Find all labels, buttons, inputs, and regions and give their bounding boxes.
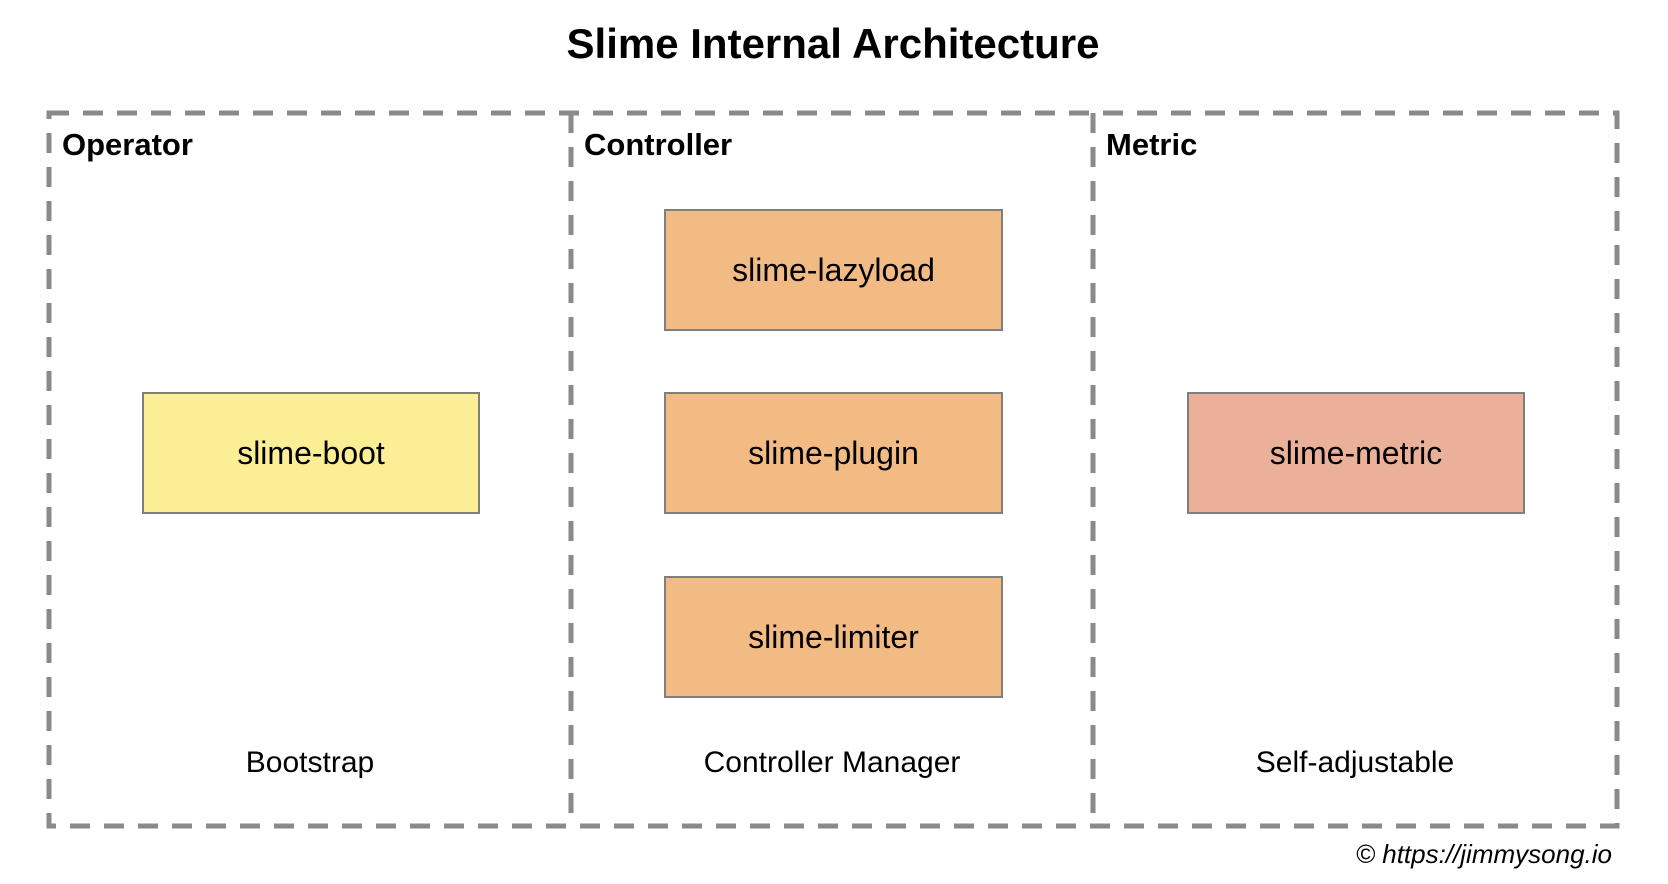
node-slime-metric-label: slime-metric xyxy=(1269,434,1443,471)
node-slime-boot: slime-boot xyxy=(142,392,480,514)
diagram-title: Slime Internal Architecture xyxy=(566,20,1100,67)
node-slime-plugin-label: slime-plugin xyxy=(748,434,919,471)
node-slime-lazyload: slime-lazyload xyxy=(664,209,1003,331)
node-slime-plugin: slime-plugin xyxy=(664,392,1003,514)
section-footer-controller-manager: Controller Manager xyxy=(703,746,961,779)
section-header-operator: Operator xyxy=(62,127,193,162)
node-slime-limiter: slime-limiter xyxy=(664,576,1003,698)
node-slime-limiter-label: slime-limiter xyxy=(748,618,919,655)
node-slime-boot-label: slime-boot xyxy=(237,434,385,471)
section-header-controller: Controller xyxy=(584,127,733,162)
copyright-note: © https://jimmysong.io xyxy=(1355,839,1612,869)
node-slime-lazyload-label: slime-lazyload xyxy=(732,251,935,288)
outer-dashed-border xyxy=(46,110,1620,829)
section-footer-bootstrap: Bootstrap xyxy=(245,746,375,779)
section-footer-self-adjustable: Self-adjustable xyxy=(1255,746,1455,779)
node-slime-metric: slime-metric xyxy=(1187,392,1525,514)
section-header-metric: Metric xyxy=(1106,127,1198,162)
